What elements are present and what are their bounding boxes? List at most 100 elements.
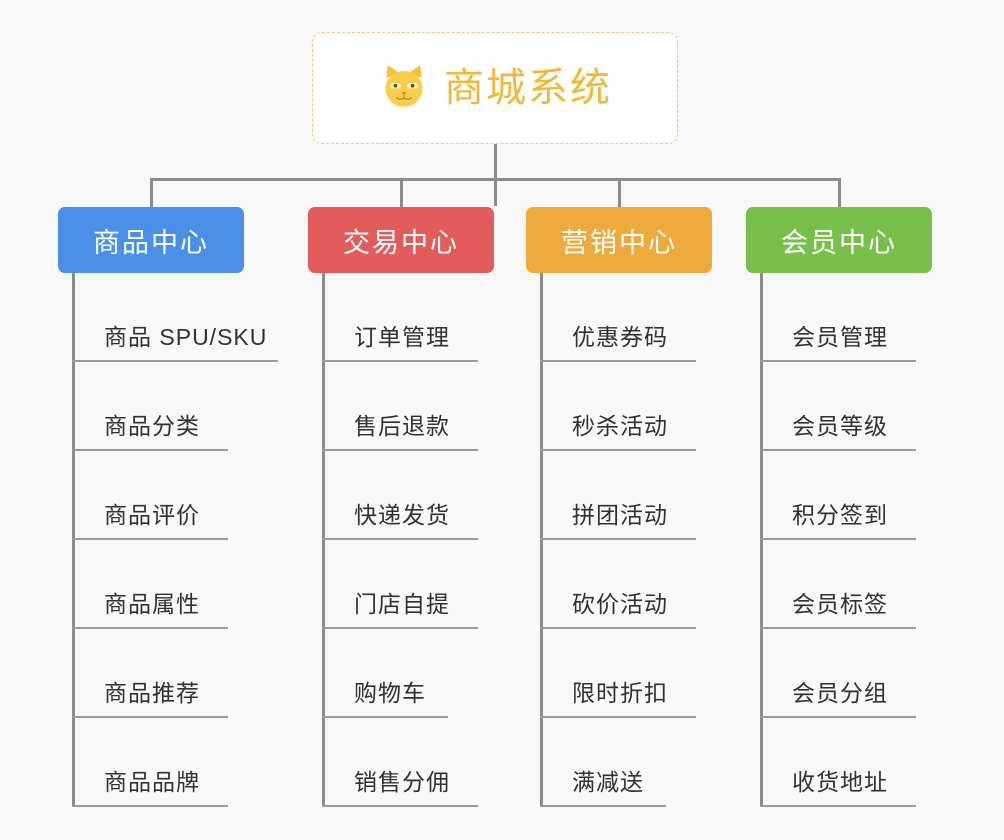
sub-item-underline <box>540 805 666 807</box>
sub-item-label: 砍价活动 <box>572 591 668 617</box>
branch-header-marketing-center[interactable]: 营销中心 <box>526 207 712 273</box>
sub-item-label: 商品分类 <box>104 413 200 439</box>
sub-item[interactable]: 会员分组 <box>746 629 932 718</box>
sub-item-underline <box>322 538 478 540</box>
sub-item[interactable]: 商品分类 <box>58 362 244 451</box>
sub-item-underline <box>72 627 228 629</box>
sub-item-label: 销售分佣 <box>354 769 450 795</box>
branch-member-center: 会员中心会员管理会员等级积分签到会员标签会员分组收货地址 <box>746 207 932 807</box>
branch-header-label: 商品中心 <box>93 227 209 258</box>
sub-item-label: 购物车 <box>354 680 426 706</box>
branch-header-product-center[interactable]: 商品中心 <box>58 207 244 273</box>
sub-item-label: 拼团活动 <box>572 502 668 528</box>
sub-item[interactable]: 商品推荐 <box>58 629 244 718</box>
sub-item[interactable]: 砍价活动 <box>526 540 712 629</box>
sub-item-underline <box>760 538 916 540</box>
sub-item[interactable]: 商品 SPU/SKU <box>58 273 278 362</box>
connector-drop-product-center <box>150 178 153 208</box>
sub-item-label: 商品品牌 <box>104 769 200 795</box>
sub-item-label: 商品 SPU/SKU <box>104 324 268 350</box>
sub-item[interactable]: 优惠券码 <box>526 273 712 362</box>
sub-item[interactable]: 商品评价 <box>58 451 244 540</box>
sub-item-list-marketing-center: 优惠券码秒杀活动拼团活动砍价活动限时折扣满减送 <box>526 273 712 807</box>
sub-item-label: 优惠券码 <box>572 324 668 350</box>
branch-header-label: 会员中心 <box>781 227 897 258</box>
branch-trade-center: 交易中心订单管理售后退款快递发货门店自提购物车销售分佣 <box>308 207 494 807</box>
sub-item-label: 会员管理 <box>792 324 888 350</box>
sub-item-label: 满减送 <box>572 769 644 795</box>
sub-item-underline <box>72 716 228 718</box>
sub-item-underline <box>72 449 228 451</box>
sub-item[interactable]: 限时折扣 <box>526 629 712 718</box>
sub-item-underline <box>760 360 916 362</box>
branch-header-member-center[interactable]: 会员中心 <box>746 207 932 273</box>
sub-item-underline <box>72 538 228 540</box>
sub-item-list-trade-center: 订单管理售后退款快递发货门店自提购物车销售分佣 <box>308 273 494 807</box>
sub-item-label: 门店自提 <box>354 591 450 617</box>
branch-header-label: 营销中心 <box>561 227 677 258</box>
connector-root-stem <box>494 144 497 206</box>
sub-item[interactable]: 订单管理 <box>308 273 494 362</box>
sub-item-label: 会员分组 <box>792 680 888 706</box>
sub-item-underline <box>322 716 448 718</box>
sub-item-underline <box>760 805 916 807</box>
sub-item-label: 售后退款 <box>354 413 450 439</box>
sub-item[interactable]: 会员标签 <box>746 540 932 629</box>
connector-horizontal-bus <box>150 178 840 181</box>
root-title: 商城系统 <box>444 66 612 110</box>
branch-marketing-center: 营销中心优惠券码秒杀活动拼团活动砍价活动限时折扣满减送 <box>526 207 712 807</box>
sub-item[interactable]: 秒杀活动 <box>526 362 712 451</box>
sub-item-underline <box>540 449 696 451</box>
sub-item-label: 限时折扣 <box>572 680 668 706</box>
sub-item-label: 积分签到 <box>792 502 888 528</box>
sub-item-underline <box>322 449 478 451</box>
sub-item[interactable]: 积分签到 <box>746 451 932 540</box>
sub-item[interactable]: 拼团活动 <box>526 451 712 540</box>
sub-item[interactable]: 会员管理 <box>746 273 932 362</box>
sub-item[interactable]: 门店自提 <box>308 540 494 629</box>
branch-product-center: 商品中心商品 SPU/SKU 商品分类商品评价商品属性商品推荐商品品牌 <box>58 207 278 807</box>
sub-item-underline <box>72 360 278 362</box>
sub-item-list-member-center: 会员管理会员等级积分签到会员标签会员分组收货地址 <box>746 273 932 807</box>
root-node-mall-system[interactable]: 商城系统 <box>312 32 678 144</box>
sub-item-label: 会员标签 <box>792 591 888 617</box>
sub-item-underline <box>760 716 916 718</box>
sub-item-underline <box>760 627 916 629</box>
sub-item-list-product-center: 商品 SPU/SKU 商品分类商品评价商品属性商品推荐商品品牌 <box>58 273 278 807</box>
sub-item-label: 收货地址 <box>792 769 888 795</box>
sub-item-underline <box>540 360 696 362</box>
sub-item[interactable]: 售后退款 <box>308 362 494 451</box>
sub-item[interactable]: 满减送 <box>526 718 712 807</box>
connector-drop-member-center <box>838 178 841 208</box>
sub-item-underline <box>540 538 696 540</box>
sub-item-label: 商品属性 <box>104 591 200 617</box>
sub-item[interactable]: 销售分佣 <box>308 718 494 807</box>
branch-spine-marketing-center <box>540 273 543 807</box>
branch-header-label: 交易中心 <box>343 227 459 258</box>
sub-item-underline <box>322 627 478 629</box>
connector-drop-marketing-center <box>618 178 621 208</box>
sub-item[interactable]: 会员等级 <box>746 362 932 451</box>
sub-item-underline <box>322 360 478 362</box>
branch-spine-member-center <box>760 273 763 807</box>
sub-item-underline <box>72 805 228 807</box>
sub-item[interactable]: 快递发货 <box>308 451 494 540</box>
sub-item-label: 秒杀活动 <box>572 413 668 439</box>
shiba-dog-icon <box>378 62 430 114</box>
sub-item-label: 订单管理 <box>354 324 450 350</box>
sub-item-underline <box>322 805 478 807</box>
sub-item[interactable]: 购物车 <box>308 629 494 718</box>
sub-item[interactable]: 商品品牌 <box>58 718 244 807</box>
sub-item-label: 商品评价 <box>104 502 200 528</box>
sub-item-label: 快递发货 <box>354 502 450 528</box>
branch-spine-trade-center <box>322 273 325 807</box>
sub-item[interactable]: 收货地址 <box>746 718 932 807</box>
branch-header-trade-center[interactable]: 交易中心 <box>308 207 494 273</box>
sub-item-underline <box>760 449 916 451</box>
sub-item-label: 商品推荐 <box>104 680 200 706</box>
sub-item-underline <box>540 716 696 718</box>
sub-item-label: 会员等级 <box>792 413 888 439</box>
sub-item[interactable]: 商品属性 <box>58 540 244 629</box>
sub-item-underline <box>540 627 696 629</box>
